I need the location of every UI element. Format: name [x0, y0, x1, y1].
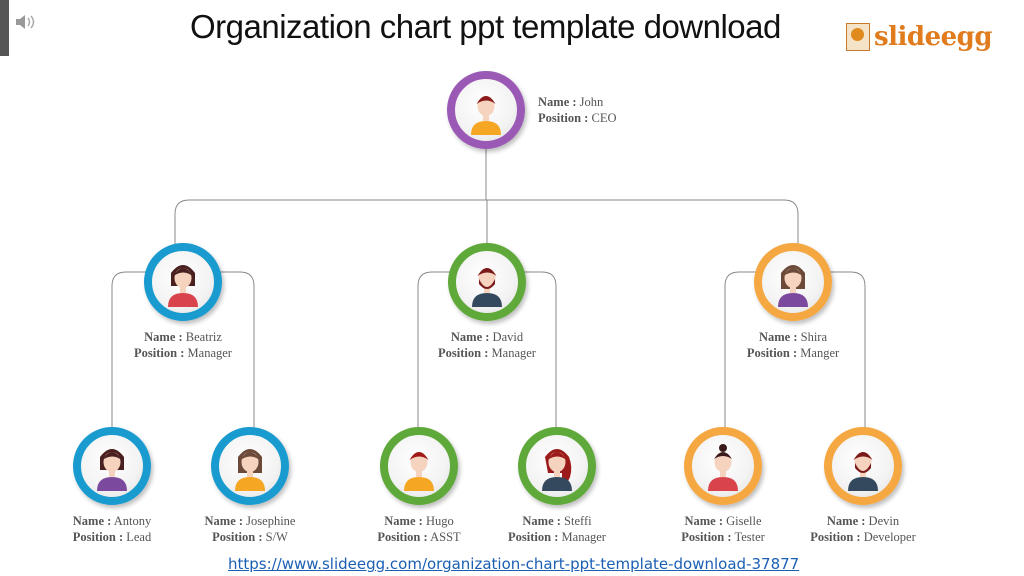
person-position: Manger	[800, 346, 840, 360]
avatar-beatriz	[144, 243, 222, 321]
person-icon	[235, 449, 265, 491]
connector-level1	[174, 199, 799, 244]
person-name: Antony	[113, 514, 152, 528]
avatar-devin	[824, 427, 902, 505]
source-url-link[interactable]: https://www.slideegg.com/organization-ch…	[228, 555, 800, 573]
person-position: Tester	[734, 530, 765, 544]
side-tab	[0, 0, 9, 56]
person-position: Manager	[561, 530, 606, 544]
person-name: Steffi	[564, 514, 592, 528]
person-position: Lead	[126, 530, 152, 544]
name-key: Name :	[826, 514, 866, 528]
name-key: Name :	[450, 330, 490, 344]
position-line: Position : Tester	[681, 529, 765, 545]
avatar-josephine	[211, 427, 289, 505]
position-line: Position : Developer	[810, 529, 916, 545]
name-key: Name :	[758, 330, 798, 344]
label-josephine: Name : Josephine Position : S/W	[205, 513, 296, 545]
position-line: Position : Lead	[73, 529, 151, 545]
speaker-icon[interactable]	[14, 12, 38, 32]
position-line: Position : ASST	[377, 529, 460, 545]
logo-text: slideegg	[874, 22, 993, 52]
person-name: Shira	[800, 330, 828, 344]
name-line: Name : Antony	[73, 513, 151, 529]
name-key: Name :	[204, 514, 244, 528]
name-key: Name :	[538, 95, 577, 109]
position-line: Position : CEO	[538, 110, 616, 126]
person-icon	[848, 452, 878, 491]
person-name: Giselle	[726, 514, 762, 528]
avatar-shira	[754, 243, 832, 321]
name-key: Name :	[522, 514, 561, 528]
avatar-steffi	[518, 427, 596, 505]
name-line: Name : Steffi	[508, 513, 606, 529]
avatar-antony	[73, 427, 151, 505]
egg-icon	[846, 23, 870, 51]
position-key: Position :	[810, 530, 861, 544]
person-position: S/W	[265, 530, 288, 544]
name-key: Name :	[384, 514, 423, 528]
label-john: Name : John Position : CEO	[538, 94, 616, 126]
name-line: Name : Beatriz	[134, 329, 232, 345]
name-line: Name : Giselle	[681, 513, 765, 529]
position-line: Position : Manager	[508, 529, 606, 545]
name-line: Name : Josephine	[205, 513, 296, 529]
person-name: Hugo	[425, 514, 454, 528]
person-position: Manager	[187, 346, 232, 360]
position-key: Position :	[438, 346, 489, 360]
position-key: Position :	[134, 346, 185, 360]
slideegg-logo: slideegg	[846, 22, 993, 52]
name-line: Name : Shira	[747, 329, 839, 345]
label-hugo: Name : Hugo Position : ASST	[377, 513, 460, 545]
name-line: Name : Hugo	[377, 513, 460, 529]
position-key: Position :	[377, 530, 428, 544]
person-icon	[404, 452, 434, 491]
avatar-john	[447, 71, 525, 149]
avatar-david	[448, 243, 526, 321]
label-shira: Name : Shira Position : Manger	[747, 329, 839, 361]
avatar-giselle	[684, 427, 762, 505]
position-key: Position :	[538, 111, 589, 125]
person-icon	[542, 449, 572, 491]
position-key: Position :	[681, 530, 732, 544]
person-name: John	[579, 95, 604, 109]
avatar-hugo	[380, 427, 458, 505]
person-name: David	[492, 330, 524, 344]
label-beatriz: Name : Beatriz Position : Manager	[134, 329, 232, 361]
position-line: Position : Manager	[134, 345, 232, 361]
position-key: Position :	[746, 346, 798, 360]
position-line: Position : Manager	[438, 345, 536, 361]
person-name: Devin	[868, 514, 900, 528]
person-icon	[708, 444, 738, 491]
page-title: Organization chart ppt template download	[190, 8, 781, 45]
label-antony: Name : Antony Position : Lead	[73, 513, 151, 545]
person-position: ASST	[430, 530, 461, 544]
person-icon	[97, 449, 127, 491]
label-giselle: Name : Giselle Position : Tester	[681, 513, 765, 545]
person-icon	[472, 268, 502, 307]
person-name: Beatriz	[185, 330, 222, 344]
person-icon	[778, 265, 808, 307]
position-key: Position :	[212, 530, 263, 544]
position-line: Position : Manger	[747, 345, 839, 361]
label-steffi: Name : Steffi Position : Manager	[508, 513, 606, 545]
person-name: Josephine	[246, 514, 296, 528]
name-line: Name : John	[538, 94, 616, 110]
person-icon	[471, 96, 501, 135]
name-key: Name :	[684, 514, 723, 528]
position-key: Position :	[72, 530, 124, 544]
label-david: Name : David Position : Manager	[438, 329, 536, 361]
name-key: Name :	[144, 330, 183, 344]
name-key: Name :	[72, 514, 112, 528]
person-position: Developer	[863, 530, 916, 544]
name-line: Name : David	[438, 329, 536, 345]
position-line: Position : S/W	[205, 529, 296, 545]
person-position: Manager	[491, 346, 536, 360]
position-key: Position :	[508, 530, 559, 544]
person-icon	[168, 265, 198, 307]
label-devin: Name : Devin Position : Developer	[810, 513, 916, 545]
name-line: Name : Devin	[810, 513, 916, 529]
person-position: CEO	[591, 111, 617, 125]
